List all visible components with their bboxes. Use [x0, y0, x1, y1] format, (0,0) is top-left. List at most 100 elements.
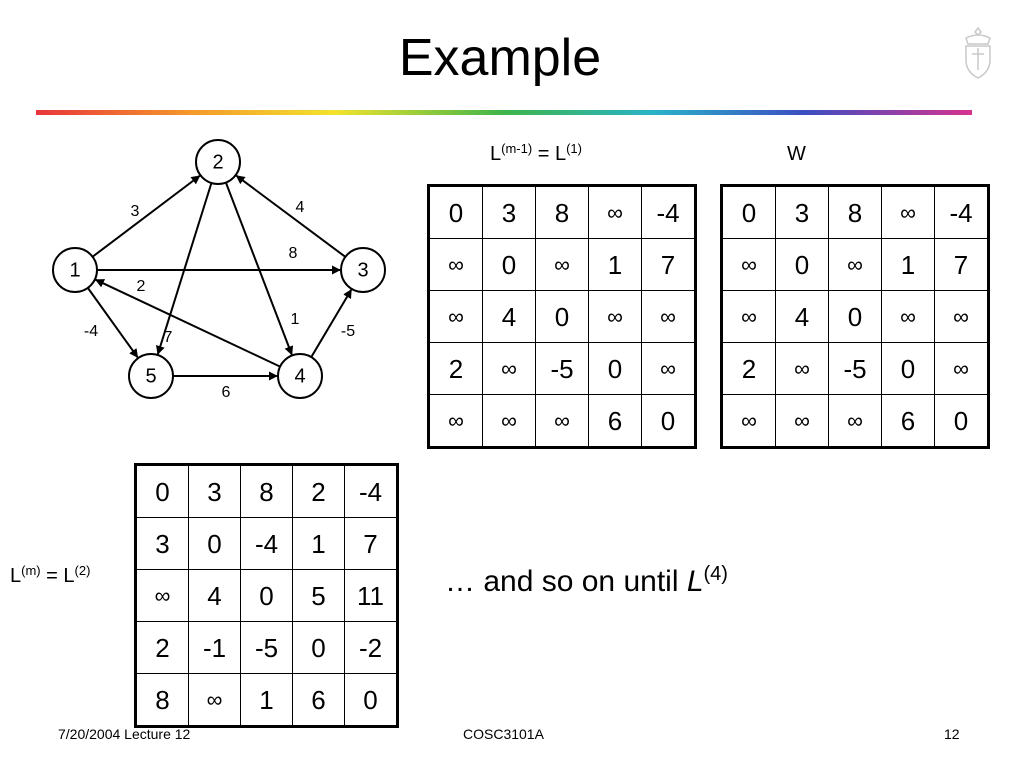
- footer-course: COSC3101A: [463, 726, 544, 742]
- matrix-cell: -4: [240, 517, 293, 570]
- matrix-cell: -2: [344, 621, 398, 674]
- footer-page-number: 12: [944, 726, 960, 742]
- matrix-cell: -5: [535, 342, 589, 395]
- matrix-cell: ∞: [934, 290, 989, 343]
- matrix-cell: ∞: [535, 238, 589, 291]
- edge-2-4: [224, 182, 294, 356]
- edge-1-5: [87, 287, 139, 359]
- edge-4-1: [94, 278, 281, 368]
- node-circle: [195, 139, 241, 185]
- node-5: 5: [128, 353, 174, 399]
- matrix-cell: ∞: [775, 342, 829, 395]
- matrix-cell: 1: [588, 238, 642, 291]
- matrix-cell: -5: [828, 342, 882, 395]
- matrix-cell: 3: [482, 185, 536, 239]
- slide-title: Example: [398, 29, 602, 87]
- node-label: 1: [69, 259, 80, 281]
- edge-weight-1-3: 8: [289, 245, 298, 262]
- matrix-cell: ∞: [588, 185, 642, 239]
- matrix-cell: 2: [135, 621, 189, 674]
- crest-icon: [965, 26, 991, 79]
- matrix-cell: 0: [721, 185, 776, 239]
- matrix-cell: 7: [934, 238, 989, 291]
- matrix-cell: 0: [828, 290, 882, 343]
- label-superscript: (1): [566, 141, 582, 156]
- matrix-cell: 4: [188, 569, 241, 622]
- matrix-cell: 0: [881, 342, 935, 395]
- matrix-cell: ∞: [721, 290, 776, 343]
- label-superscript: (m): [21, 563, 41, 578]
- label-l: L: [554, 143, 567, 165]
- matrix-cell: 0: [428, 185, 483, 239]
- node-circle: [128, 353, 174, 399]
- label-l: L: [10, 565, 22, 587]
- matrix-cell: -4: [934, 185, 989, 239]
- matrix-cell: ∞: [934, 342, 989, 395]
- matrix-cell: ∞: [775, 394, 829, 448]
- matrix-cell: 0: [535, 290, 589, 343]
- matrix-cell: 0: [641, 394, 696, 448]
- matrix-cell: -4: [344, 464, 398, 518]
- matrix-label-l-m: L(m) = L(2): [10, 563, 90, 588]
- matrix-cell: -5: [240, 621, 293, 674]
- matrix-label-w: W: [787, 143, 806, 165]
- edge-weight-3-2: 4: [296, 199, 305, 216]
- node-circle: [277, 353, 323, 399]
- matrix-cell: ∞: [881, 290, 935, 343]
- edge-weight-4-1: 2: [137, 278, 146, 295]
- matrix-cell: -1: [188, 621, 241, 674]
- matrix-cell: 1: [292, 517, 345, 570]
- matrix-cell: 0: [934, 394, 989, 448]
- matrix-cell: ∞: [428, 394, 483, 448]
- node-label: 3: [357, 259, 368, 281]
- matrix-cell: 3: [135, 517, 189, 570]
- matrix-cell: ∞: [721, 238, 776, 291]
- edge-weight-1-5: -4: [84, 323, 98, 340]
- node-1: 1: [52, 247, 98, 293]
- node-4: 4: [277, 353, 323, 399]
- note-text: … and so on until: [445, 565, 687, 598]
- matrix-cell: 6: [881, 394, 935, 448]
- edge-4-3: [310, 288, 353, 358]
- edge-weight-2-5: 7: [164, 329, 173, 346]
- edge-2-5: [155, 182, 213, 355]
- node-label: 4: [294, 365, 305, 387]
- matrix-cell: 0: [188, 517, 241, 570]
- matrix-cell: 2: [428, 342, 483, 395]
- title-divider: [36, 110, 972, 115]
- matrix-cell: ∞: [135, 569, 189, 622]
- node-label: 5: [145, 365, 156, 387]
- footer-date-lecture: 7/20/2004 Lecture 12: [58, 726, 191, 742]
- matrix-cell: 6: [588, 394, 642, 448]
- matrix-cell: 0: [292, 621, 345, 674]
- matrix-cell: ∞: [482, 342, 536, 395]
- matrix-cell: 6: [292, 673, 345, 727]
- matrix-cell: 0: [240, 569, 293, 622]
- note-l: L: [686, 565, 704, 598]
- matrix-cell: ∞: [881, 185, 935, 239]
- matrix-cell: ∞: [588, 290, 642, 343]
- matrix-cell: 2: [292, 464, 345, 518]
- note-superscript: (4): [703, 563, 728, 585]
- matrix-cell: 8: [240, 464, 293, 518]
- label-equals: =: [40, 565, 64, 587]
- matrix-cell: ∞: [428, 290, 483, 343]
- matrix-cell: ∞: [828, 394, 882, 448]
- matrix-cell: 2: [721, 342, 776, 395]
- node-2: 2: [195, 139, 241, 185]
- matrix-cell: -4: [641, 185, 696, 239]
- matrix-cell: 0: [482, 238, 536, 291]
- matrix-cell: 8: [535, 185, 589, 239]
